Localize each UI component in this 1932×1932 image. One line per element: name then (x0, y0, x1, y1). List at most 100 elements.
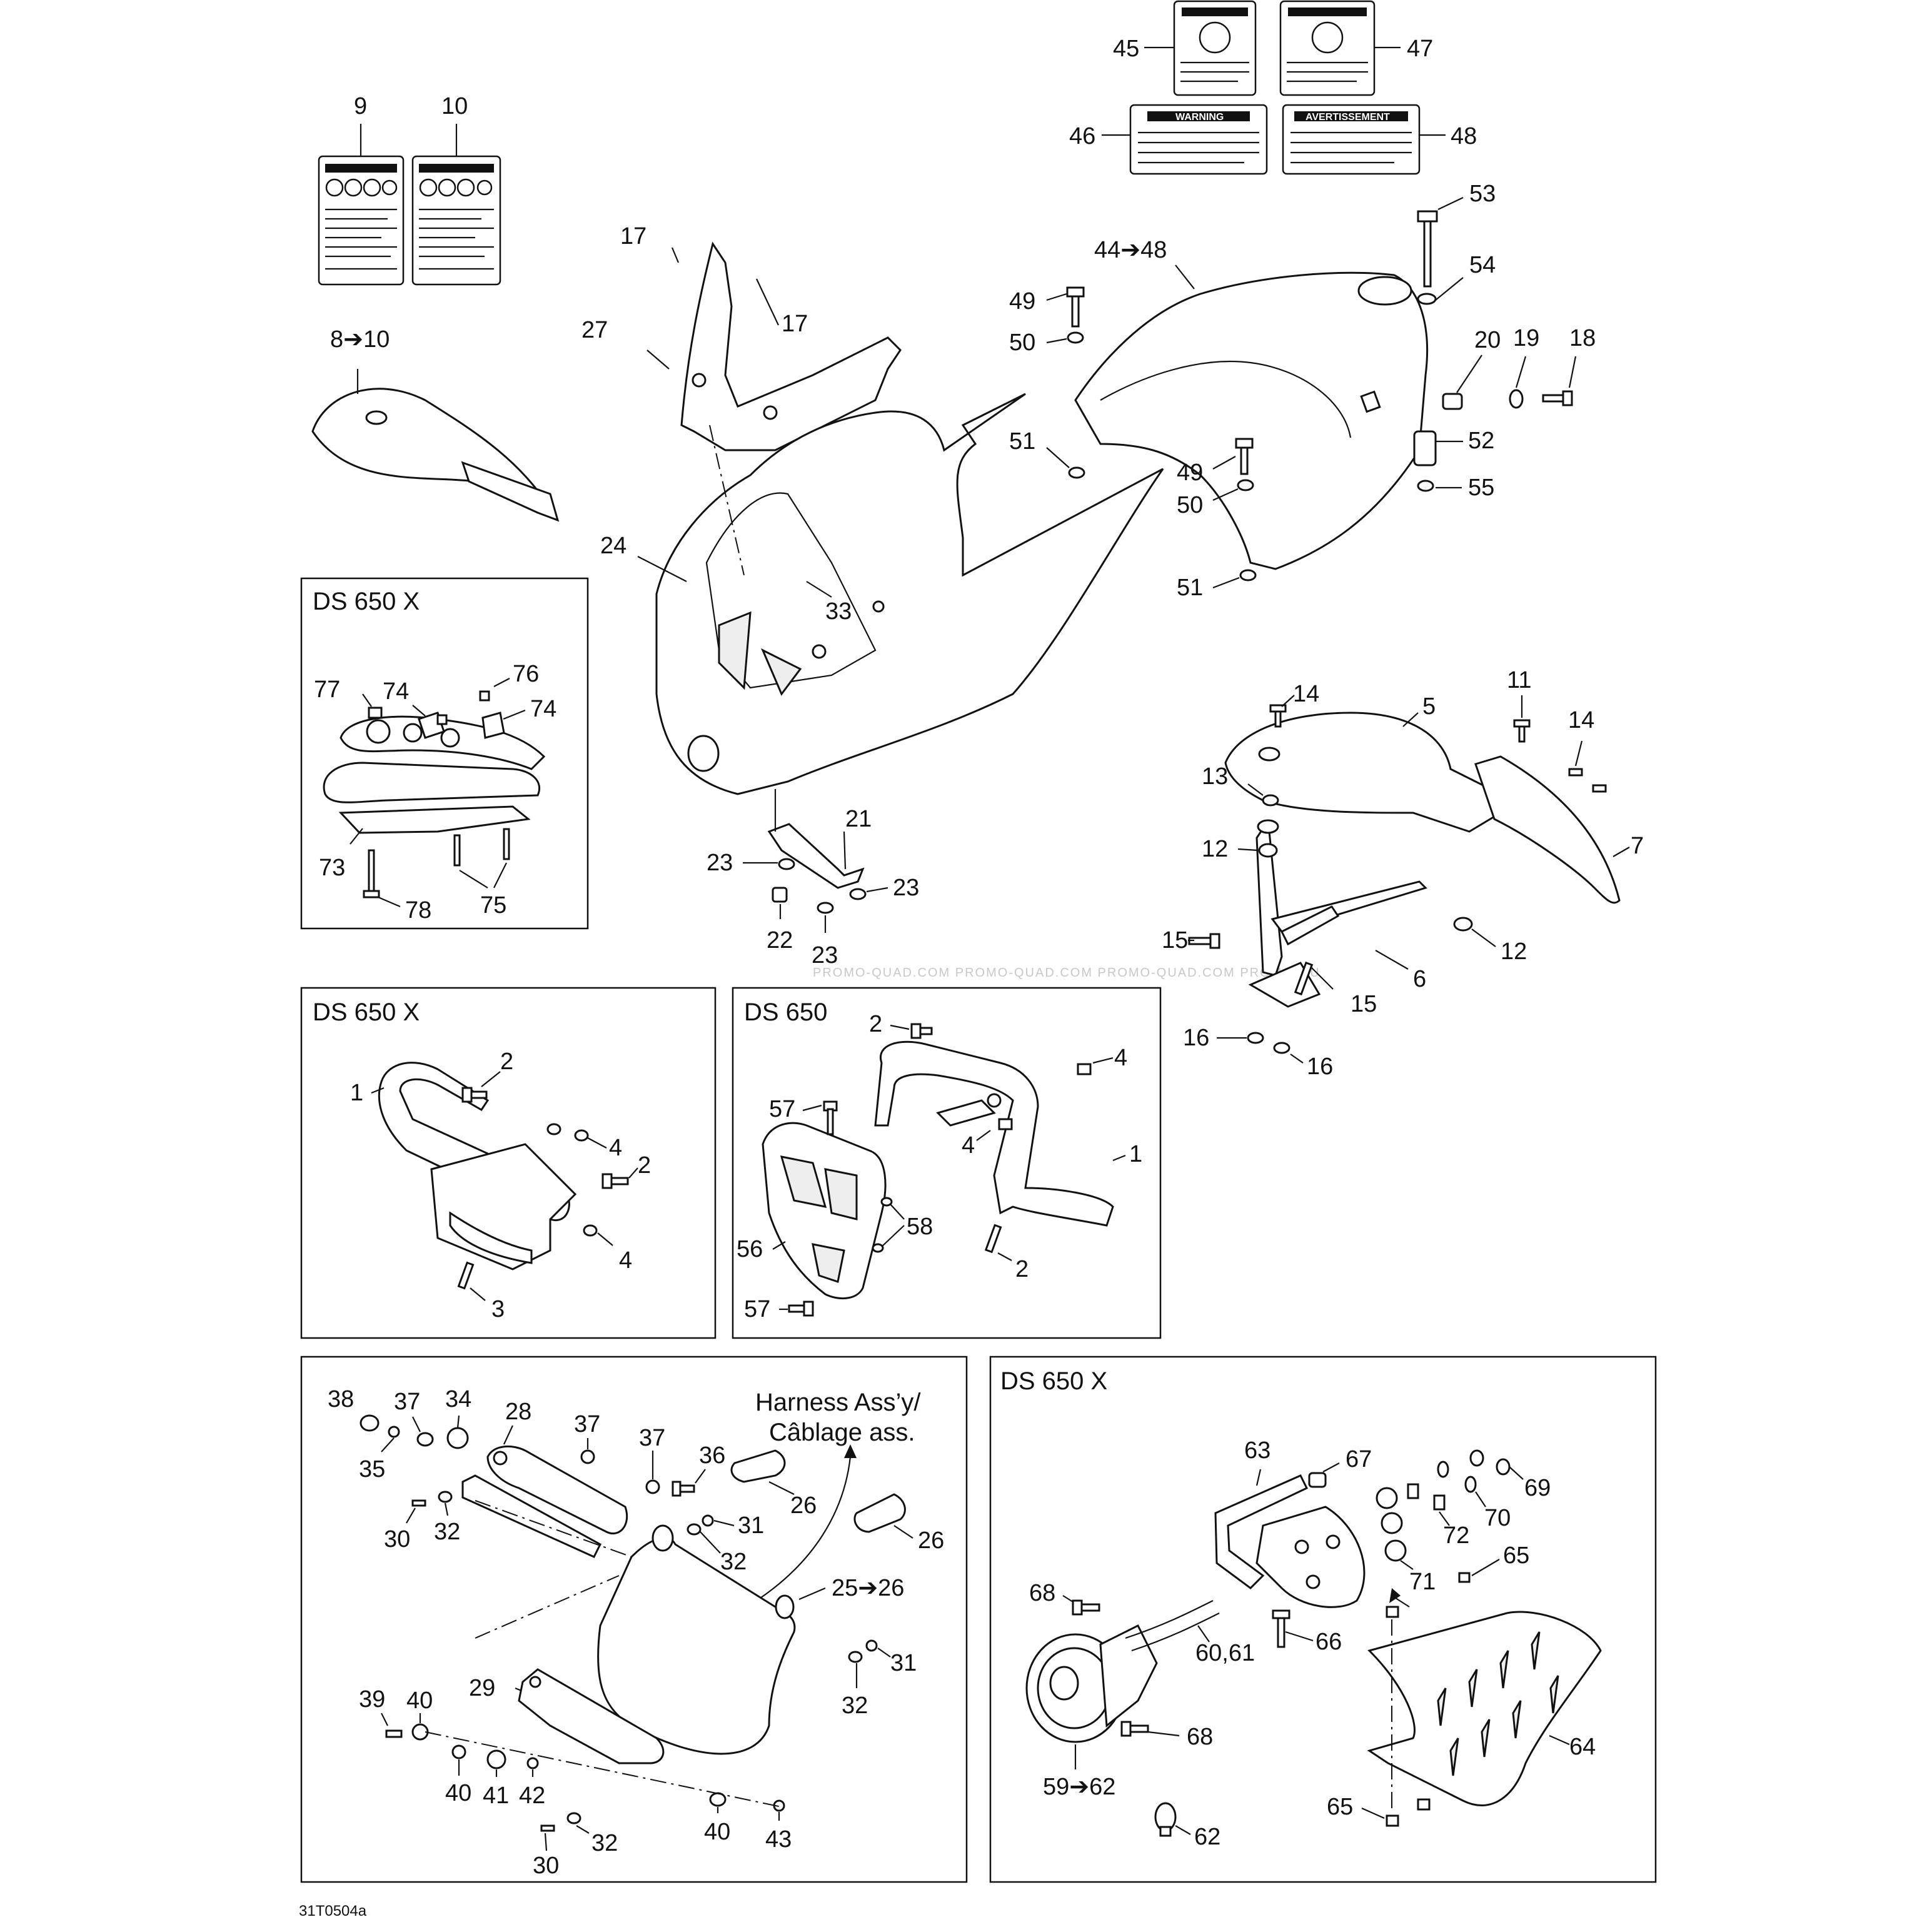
callout-16-left: 16 (1183, 1025, 1209, 1051)
callout-11: 11 (1507, 667, 1531, 693)
callout-70: 70 (1484, 1505, 1511, 1531)
nut-31-lower (865, 1639, 878, 1652)
frame-title-ds650-bumper: DS 650 (744, 999, 827, 1026)
callout-14-left: 14 (1293, 681, 1319, 707)
bracket-21 (767, 789, 865, 889)
nut-23-left (778, 858, 795, 870)
ds650-skid-56 (762, 1122, 887, 1300)
washer-37-right (645, 1479, 660, 1494)
bolt-68-upper (1072, 1599, 1100, 1616)
callout-17-right: 17 (782, 311, 808, 337)
footrest-plate-73 (338, 805, 531, 834)
callout-43: 43 (765, 1826, 792, 1853)
callout-60-61: 60,61 (1195, 1640, 1255, 1666)
decal-46-title: WARNING (1175, 112, 1224, 123)
headlight-cover (597, 1524, 796, 1755)
nut-77 (368, 707, 383, 719)
bolt-2-ds650-bottom (984, 1224, 1002, 1254)
callout-31-upper: 31 (738, 1512, 764, 1539)
callout-36: 36 (699, 1442, 725, 1469)
nut-12-right (1453, 917, 1473, 932)
bolt-49-upper (1066, 286, 1085, 328)
nut-4-ds650-mid (998, 1118, 1013, 1130)
callout-22: 22 (767, 927, 793, 953)
callout-40-left: 40 (406, 1688, 433, 1714)
washer-35 (388, 1426, 400, 1438)
screw-36 (672, 1481, 695, 1497)
washer-37-mid (580, 1449, 595, 1464)
screws-75 (453, 828, 510, 867)
bolt-2-ds650x-top (461, 1087, 488, 1103)
callout-44-48: 44➔48 (1094, 237, 1167, 263)
washer-50-lower (1237, 479, 1254, 491)
callout-23-left: 23 (707, 850, 733, 876)
callout-18: 18 (1569, 325, 1596, 351)
bolt-68-lower (1120, 1721, 1149, 1737)
socket-26-right (853, 1493, 906, 1533)
decal-9 (318, 155, 405, 286)
bolt-53 (1417, 210, 1438, 288)
callout-48: 48 (1451, 123, 1477, 149)
nut-31-upper (702, 1514, 714, 1527)
callout-3-ds650x: 3 (491, 1296, 505, 1322)
callout-71: 71 (1409, 1569, 1436, 1595)
callout-4-ds650-top: 4 (1114, 1045, 1127, 1071)
screw-14-left (1269, 704, 1287, 728)
ds650-front-bumper (874, 1040, 1114, 1227)
callout-37-mid: 37 (574, 1411, 600, 1437)
figure-code: 31T0504a (299, 1903, 367, 1919)
callout-50-lower: 50 (1177, 492, 1203, 518)
callout-26-right: 26 (918, 1527, 944, 1554)
frame-title-ds650x-footrest: DS 650 X (313, 588, 420, 615)
spacer-34 (446, 1427, 469, 1449)
grommet-20 (1442, 393, 1463, 410)
callout-29: 29 (469, 1675, 495, 1701)
spacer-52 (1413, 430, 1437, 466)
bolt-15-right (1294, 961, 1314, 996)
callout-10: 10 (441, 93, 468, 119)
decal-48-title: AVERTISSEMENT (1306, 112, 1390, 123)
callout-51-lower: 51 (1177, 575, 1203, 601)
callout-57-bottom: 57 (744, 1296, 770, 1322)
callout-32-lower-right: 32 (842, 1693, 868, 1719)
bolt-2-ds650-top (910, 1023, 933, 1039)
callout-54: 54 (1469, 252, 1496, 278)
bolt-22 (772, 887, 788, 903)
callout-9: 9 (354, 93, 367, 119)
callout-12-left: 12 (1202, 836, 1228, 862)
washer-32-lower-left (566, 1812, 581, 1824)
callout-27: 27 (581, 317, 608, 343)
callout-30-upper: 30 (384, 1526, 410, 1552)
callout-19: 19 (1513, 325, 1539, 351)
nut-16-left (1247, 1032, 1264, 1044)
callout-49-lower: 49 (1177, 460, 1203, 486)
bolt-3-ds650x (457, 1261, 475, 1290)
mud-flap-7 (1474, 755, 1621, 904)
rear-fender (1224, 712, 1502, 833)
bolt-57-bottom (788, 1301, 814, 1317)
callout-63: 63 (1244, 1437, 1270, 1464)
callout-55: 55 (1468, 475, 1494, 501)
screw-78 (363, 849, 380, 898)
callout-38: 38 (328, 1386, 354, 1412)
callout-1-ds650: 1 (1129, 1141, 1142, 1167)
spacer-41 (486, 1749, 506, 1769)
fuel-tank-cover (1074, 271, 1428, 570)
watermark-text: PROMO-QUAD.COM PROMO-QUAD.COM PROMO-QUAD… (813, 966, 1321, 980)
callout-41: 41 (483, 1783, 509, 1809)
frame-title-ds650x-bumper: DS 650 X (313, 999, 420, 1026)
callout-2-ds650x-right: 2 (638, 1152, 651, 1179)
callout-21: 21 (845, 806, 872, 832)
nut-12-left (1258, 843, 1278, 858)
callout-14-right: 14 (1568, 707, 1594, 733)
frame-ds650-bumper (732, 987, 1162, 1339)
washer-40-mid (451, 1744, 466, 1759)
callout-59-62: 59➔62 (1043, 1774, 1115, 1800)
callout-47: 47 (1407, 36, 1433, 62)
callout-16-right: 16 (1307, 1054, 1333, 1080)
nut-16-right (1273, 1042, 1291, 1054)
callout-51-upper: 51 (1009, 428, 1035, 455)
callout-57-top: 57 (769, 1096, 795, 1122)
harness-note-line1: Harness Ass’y/ (755, 1389, 921, 1416)
